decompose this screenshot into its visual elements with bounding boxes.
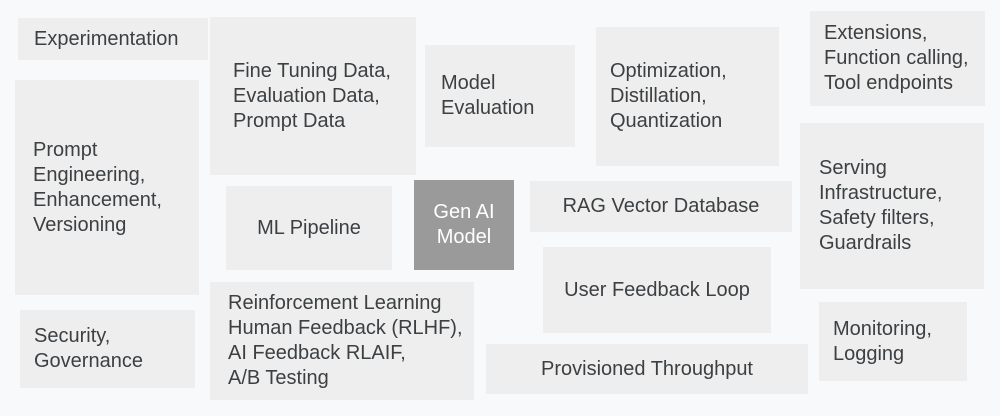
prompt-engineering-label: Prompt Engineering, Enhancement, Version…	[33, 138, 162, 236]
rag-vector-database-box: RAG Vector Database	[530, 181, 792, 232]
experimentation-box: Experimentation	[18, 18, 208, 60]
ml-pipeline-box: ML Pipeline	[226, 186, 392, 270]
rlhf-label: Reinforcement Learning Human Feedback (R…	[228, 292, 463, 389]
ml-pipeline-label: ML Pipeline	[257, 216, 361, 239]
serving-infrastructure-label: Serving Infrastructure, Safety filters, …	[819, 157, 943, 254]
serving-infrastructure-box: Serving Infrastructure, Safety filters, …	[800, 123, 984, 289]
user-feedback-loop-box: User Feedback Loop	[543, 247, 771, 333]
rag-vector-database-label: RAG Vector Database	[562, 195, 760, 217]
provisioned-throughput-label: Provisioned Throughput	[541, 357, 753, 380]
model-evaluation-label: Model Evaluation	[441, 72, 535, 119]
rlhf-box: Reinforcement Learning Human Feedback (R…	[210, 282, 474, 400]
security-governance-label: Security, Governance	[34, 325, 143, 372]
user-feedback-loop-label: User Feedback Loop	[564, 278, 750, 301]
fine-tuning-data-label: Fine Tuning Data, Evaluation Data, Promp…	[233, 59, 391, 132]
fine-tuning-data-box: Fine Tuning Data, Evaluation Data, Promp…	[210, 17, 416, 175]
extensions-box: Extensions, Function calling, Tool endpo…	[810, 11, 985, 106]
gen-ai-model-label: Gen AI Model	[433, 201, 495, 248]
security-governance-box: Security, Governance	[20, 310, 195, 388]
gen-ai-model-box: Gen AI Model	[414, 180, 514, 270]
experimentation-label: Experimentation	[34, 27, 179, 50]
monitoring-logging-label: Monitoring, Logging	[833, 317, 932, 365]
monitoring-logging-box: Monitoring, Logging	[819, 302, 967, 381]
optimization-box: Optimization, Distillation, Quantization	[596, 27, 779, 166]
model-evaluation-box: Model Evaluation	[425, 45, 575, 147]
optimization-label: Optimization, Distillation, Quantization	[610, 60, 727, 132]
prompt-engineering-box: Prompt Engineering, Enhancement, Version…	[15, 80, 199, 295]
extensions-label: Extensions, Function calling, Tool endpo…	[824, 22, 969, 94]
provisioned-throughput-box: Provisioned Throughput	[486, 344, 808, 394]
